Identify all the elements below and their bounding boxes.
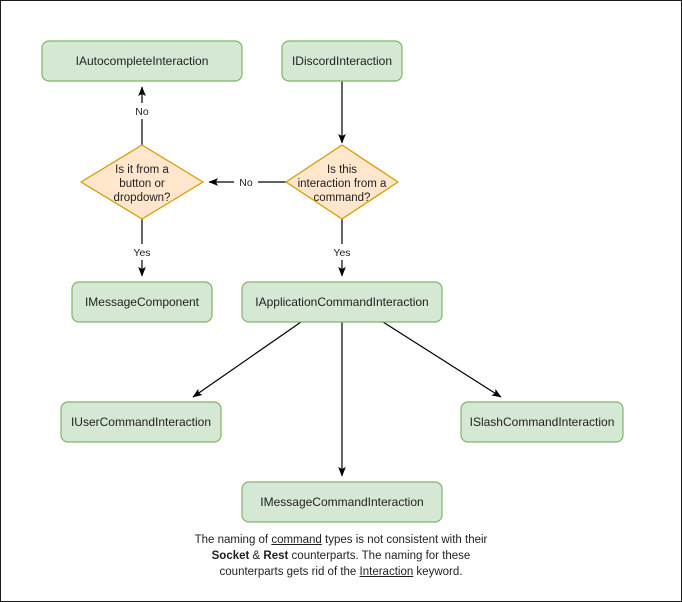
node-autocomplete-interaction-shape[interactable] bbox=[41, 40, 243, 82]
node-question-command-line3: command? bbox=[314, 192, 371, 204]
node-question-interaction-from-command-shape[interactable] bbox=[285, 144, 399, 220]
caption-l1-pre: The naming of bbox=[194, 534, 272, 546]
node-message-component-label: IMessageComponent bbox=[85, 295, 200, 309]
node-question-button-or-dropdown[interactable]: Is it from a button or dropdown? bbox=[80, 144, 204, 220]
node-slash-command-interaction-shape[interactable] bbox=[460, 401, 624, 443]
caption-l2-bold-rest: Rest bbox=[263, 550, 289, 562]
edge-label-bg-yes-1 bbox=[128, 244, 156, 260]
edge-app-command-to-slash-command bbox=[382, 321, 502, 398]
node-application-command-interaction-label: IApplicationCommandInteraction bbox=[255, 295, 428, 309]
node-autocomplete-interaction-label: IAutocompleteInteraction bbox=[76, 54, 209, 68]
edge-label-bg-no-2 bbox=[130, 103, 154, 119]
node-message-component[interactable]: IMessageComponent bbox=[71, 281, 213, 323]
caption-line-2: Socket & Rest counterparts. The naming f… bbox=[1, 548, 681, 564]
node-application-command-interaction[interactable]: IApplicationCommandInteraction bbox=[241, 281, 443, 323]
node-question-button-line1: Is it from a bbox=[115, 164, 169, 176]
node-message-component-shape[interactable] bbox=[71, 281, 213, 323]
node-slash-command-interaction-label: ISlashCommandInteraction bbox=[470, 415, 615, 429]
edge-label-yes-command: Yes bbox=[333, 247, 350, 259]
node-question-command-line1: Is this bbox=[327, 164, 357, 176]
node-question-button-line3: dropdown? bbox=[114, 192, 171, 204]
caption-l3-underline: Interaction bbox=[359, 566, 414, 578]
node-question-interaction-from-command[interactable]: Is this interaction from a command? bbox=[285, 144, 399, 220]
node-question-button-or-dropdown-shape[interactable] bbox=[80, 144, 204, 220]
edge-label-bg-no-1 bbox=[234, 174, 258, 190]
edge-label-yes-button: Yes bbox=[133, 247, 150, 259]
diagram-caption: The naming of command types is not consi… bbox=[1, 532, 681, 580]
node-user-command-interaction-shape[interactable] bbox=[60, 401, 222, 443]
edges-layer: No No Yes Yes bbox=[128, 81, 502, 477]
node-question-button-line2: button or bbox=[119, 178, 165, 190]
caption-l2-amp: & bbox=[249, 550, 264, 562]
caption-l1-post: types is not consistent with their bbox=[321, 534, 488, 546]
edge-label-no-command: No bbox=[239, 177, 253, 189]
node-user-command-interaction-label: IUserCommandInteraction bbox=[71, 415, 211, 429]
node-slash-command-interaction[interactable]: ISlashCommandInteraction bbox=[460, 401, 624, 443]
node-question-command-line2: interaction from a bbox=[298, 178, 387, 190]
caption-l1-underline: command bbox=[271, 534, 322, 546]
caption-line-3: counterparts gets rid of the Interaction… bbox=[1, 564, 681, 580]
node-application-command-interaction-shape[interactable] bbox=[241, 281, 443, 323]
node-discord-interaction[interactable]: IDiscordInteraction bbox=[281, 40, 403, 82]
node-user-command-interaction[interactable]: IUserCommandInteraction bbox=[60, 401, 222, 443]
caption-l2-bold-socket: Socket bbox=[211, 550, 250, 562]
node-discord-interaction-label: IDiscordInteraction bbox=[292, 54, 392, 68]
edge-label-bg-yes-2 bbox=[328, 244, 356, 260]
edge-app-command-to-user-command bbox=[192, 321, 302, 398]
node-message-command-interaction[interactable]: IMessageCommandInteraction bbox=[241, 481, 443, 523]
node-autocomplete-interaction[interactable]: IAutocompleteInteraction bbox=[41, 40, 243, 82]
caption-l2-post: counterparts. The naming for these bbox=[288, 550, 471, 562]
caption-l3-post: keyword. bbox=[413, 566, 463, 578]
node-message-command-interaction-label: IMessageCommandInteraction bbox=[260, 495, 423, 509]
caption-line-1: The naming of command types is not consi… bbox=[1, 532, 681, 548]
caption-l3-pre: counterparts gets rid of the bbox=[219, 566, 360, 578]
node-discord-interaction-shape[interactable] bbox=[281, 40, 403, 82]
node-message-command-interaction-shape[interactable] bbox=[241, 481, 443, 523]
edge-label-no-button: No bbox=[135, 106, 149, 118]
